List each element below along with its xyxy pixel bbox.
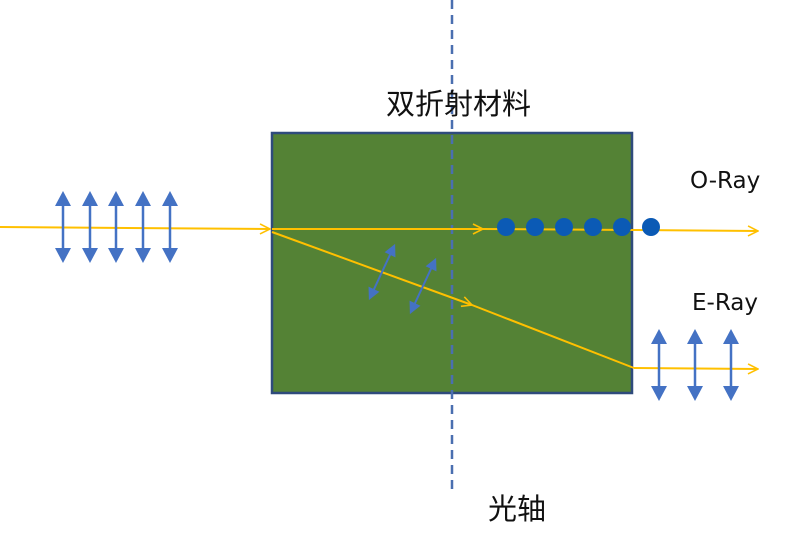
e-ray-vertical-arrow <box>723 329 739 401</box>
material-label: 双折射材料 <box>386 87 532 121</box>
e-ray-inside-polarization-arrows <box>368 243 437 315</box>
e-ray-vertical-arrow <box>687 329 703 401</box>
incident-vertical-arrow <box>108 191 124 263</box>
o-ray-polarization-dots <box>497 218 660 236</box>
incident-vertical-arrow <box>55 191 71 263</box>
e-ray-inside <box>471 304 635 369</box>
incident-ray <box>0 227 270 229</box>
e-ray-vertical-arrow <box>651 329 667 401</box>
o-ray-dot <box>584 218 602 236</box>
o-ray-dot <box>526 218 544 236</box>
incident-vertical-arrow <box>135 191 151 263</box>
tilted-arrow <box>368 243 396 301</box>
e-ray-polarization-arrows <box>651 329 739 401</box>
o-ray-dot <box>613 218 631 236</box>
o-ray-dot <box>497 218 515 236</box>
incident-vertical-arrow <box>162 191 178 263</box>
incident-polarization-arrows <box>55 191 178 263</box>
o-ray-label: O-Ray <box>690 168 761 194</box>
tilted-arrow <box>409 257 437 315</box>
e-ray-inside-arrow <box>271 231 472 305</box>
e-ray-label: E-Ray <box>692 290 759 316</box>
o-ray-dot <box>642 218 660 236</box>
incident-vertical-arrow <box>82 191 98 263</box>
optic-axis-label: 光轴 <box>488 492 547 526</box>
o-ray-dot <box>555 218 573 236</box>
